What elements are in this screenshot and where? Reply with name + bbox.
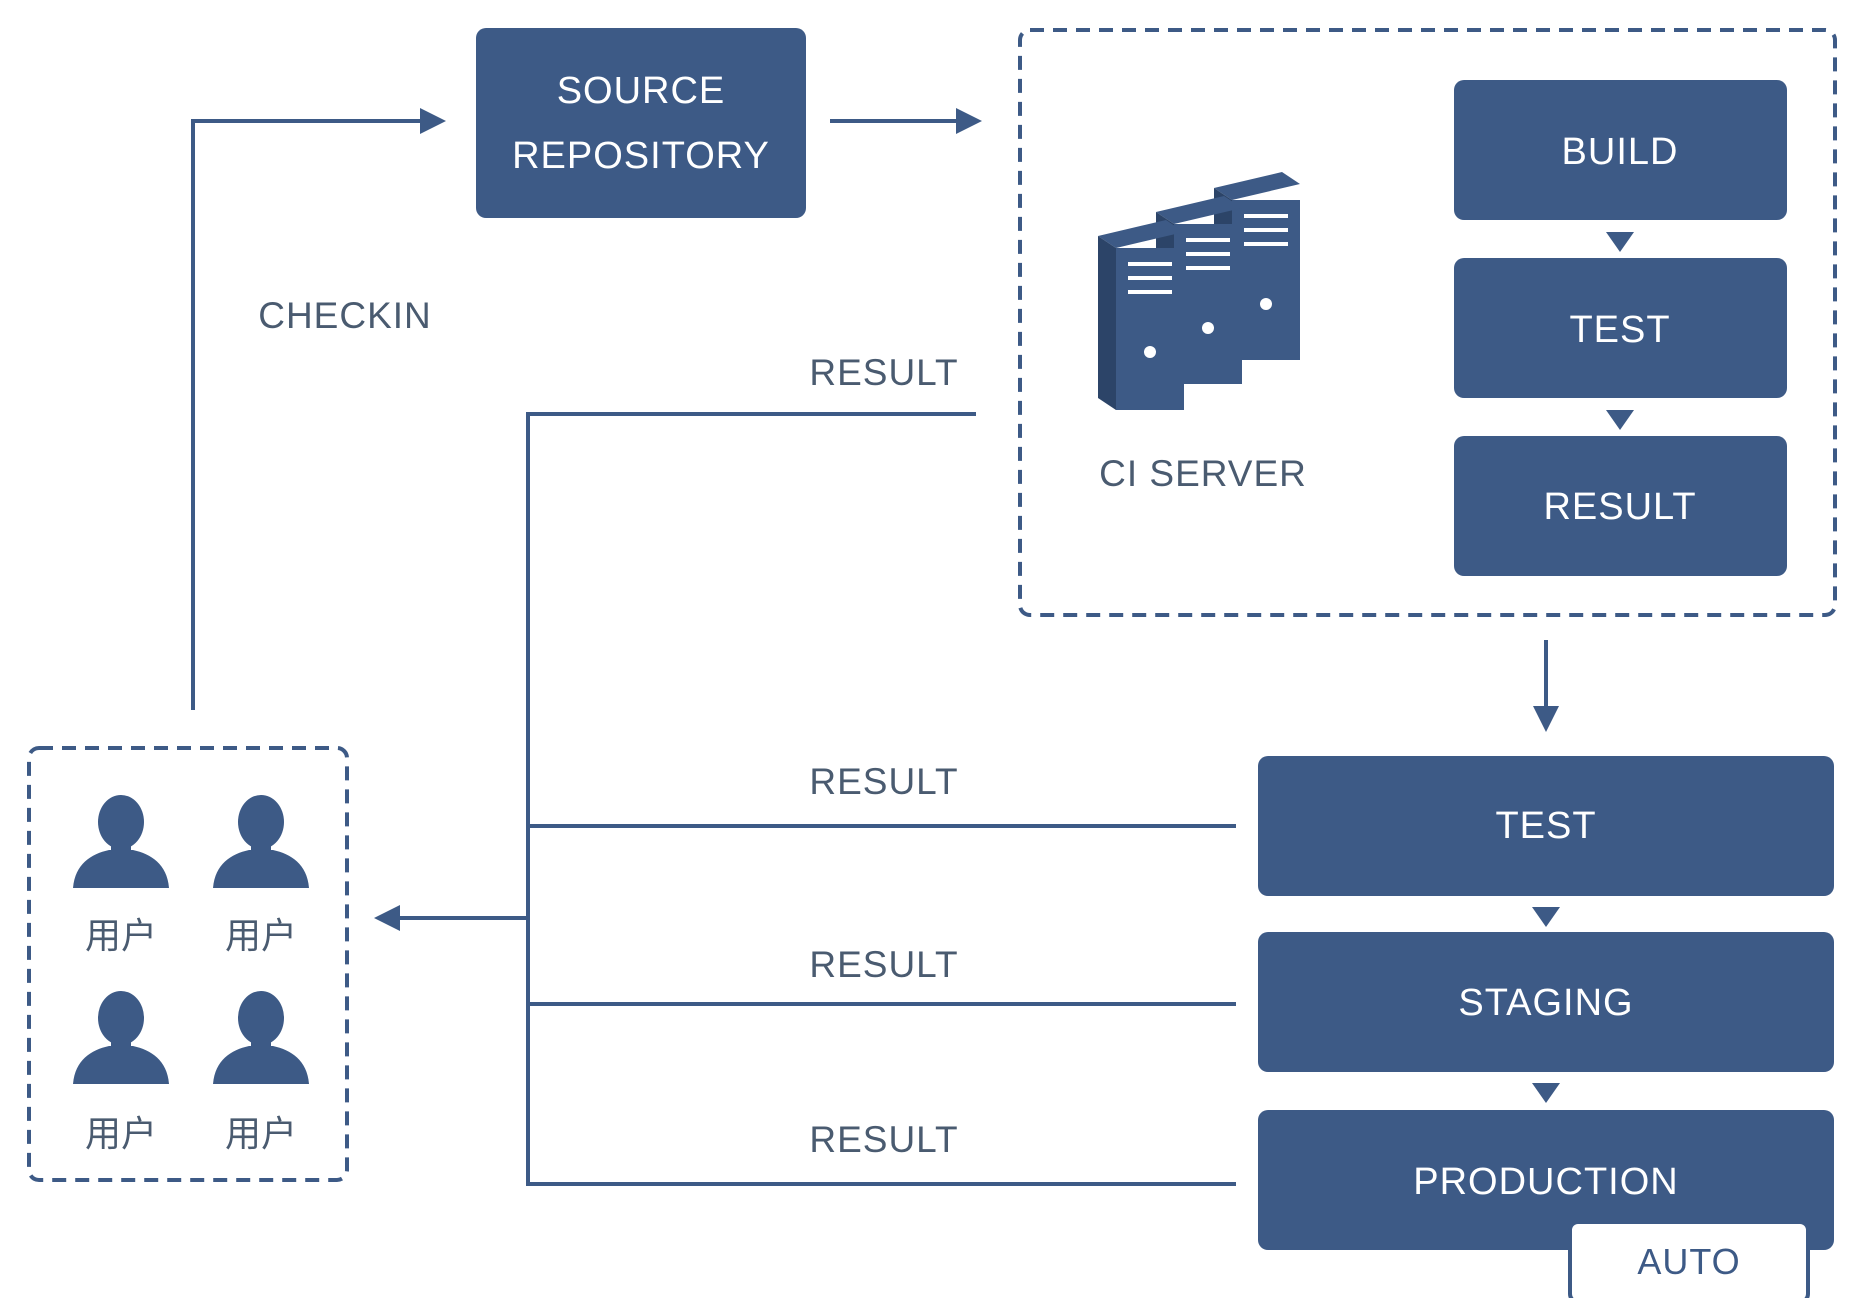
user-icon xyxy=(213,795,309,888)
ci-step-build: BUILD xyxy=(1454,80,1787,220)
checkin-label: CHECKIN xyxy=(258,295,432,336)
source-repository-line2: REPOSITORY xyxy=(512,135,770,177)
user-label: 用户 xyxy=(85,1114,157,1155)
user-icon xyxy=(213,991,309,1084)
auto-label: AUTO xyxy=(1637,1241,1740,1282)
source-repository-box: SOURCE REPOSITORY xyxy=(476,28,806,218)
deploy-step-staging-label: STAGING xyxy=(1458,982,1633,1024)
server-rack-icon xyxy=(1098,172,1300,410)
ci-to-deploy-arrow xyxy=(1533,640,1559,732)
ci-server-container xyxy=(1018,28,1837,617)
ci-server-label: CI SERVER xyxy=(1099,453,1307,494)
user-icon xyxy=(73,991,169,1084)
result-label-ci: RESULT xyxy=(809,352,958,393)
result-label-production: RESULT xyxy=(809,1119,958,1160)
users-container xyxy=(27,746,349,1182)
result-label-staging: RESULT xyxy=(809,944,958,985)
user-label: 用户 xyxy=(225,916,297,957)
ci-step-arrow xyxy=(1606,232,1634,252)
deploy-step-arrow xyxy=(1532,907,1560,927)
ci-step-result: RESULT xyxy=(1454,436,1787,576)
deploy-step-test-label: TEST xyxy=(1495,805,1596,847)
deploy-step-production: PRODUCTION xyxy=(1258,1110,1834,1250)
result-feedback-lines xyxy=(374,412,1236,1186)
ci-step-test: TEST xyxy=(1454,258,1787,398)
deploy-step-production-label: PRODUCTION xyxy=(1413,1161,1678,1203)
source-repository-line1: SOURCE xyxy=(557,70,726,112)
user-label: 用户 xyxy=(225,1114,297,1155)
ci-step-build-label: BUILD xyxy=(1562,131,1679,173)
deploy-step-staging: STAGING xyxy=(1258,932,1834,1072)
auto-badge: AUTO xyxy=(1568,1220,1810,1298)
user-icon xyxy=(73,795,169,888)
ci-step-result-label: RESULT xyxy=(1543,486,1696,528)
result-label-test: RESULT xyxy=(809,761,958,802)
user-label: 用户 xyxy=(85,916,157,957)
source-to-ci-arrow xyxy=(830,108,982,134)
ci-step-test-label: TEST xyxy=(1569,309,1670,351)
deploy-step-test: TEST xyxy=(1258,756,1834,896)
ci-step-arrow xyxy=(1606,410,1634,430)
deploy-step-arrow xyxy=(1532,1083,1560,1103)
checkin-arrow xyxy=(191,108,446,710)
